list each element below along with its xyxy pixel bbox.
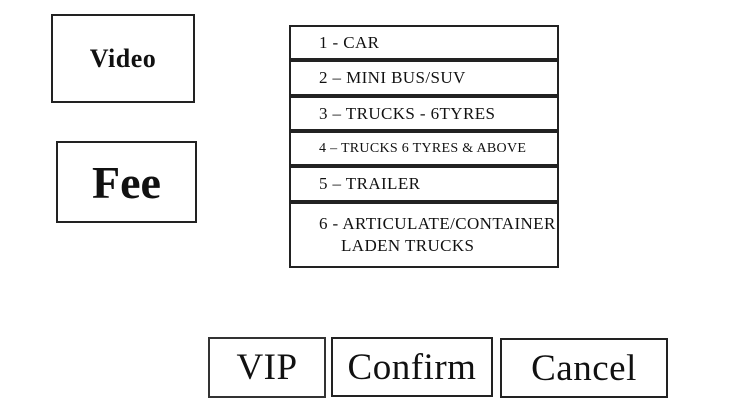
confirm-button[interactable]: Confirm bbox=[331, 337, 493, 397]
vehicle-class-label: 4 – TRUCKS 6 TYRES & ABOVE bbox=[319, 140, 527, 156]
fee-button-label: Fee bbox=[92, 156, 161, 208]
confirm-button-label: Confirm bbox=[347, 346, 477, 388]
vip-button[interactable]: VIP bbox=[208, 337, 326, 398]
vehicle-class-row-trailer[interactable]: 5 – TRAILER bbox=[289, 166, 559, 202]
vehicle-class-row-articulate-container[interactable]: 6 - ARTICULATE/CONTAINER LADEN TRUCKS bbox=[289, 202, 559, 268]
video-button[interactable]: Video bbox=[51, 14, 195, 103]
cancel-button-label: Cancel bbox=[531, 347, 637, 389]
vip-button-label: VIP bbox=[236, 347, 298, 388]
video-button-label: Video bbox=[89, 43, 157, 73]
vehicle-class-label: 2 – MINI BUS/SUV bbox=[319, 68, 466, 87]
vehicle-class-label: 3 – TRUCKS - 6TYRES bbox=[319, 103, 496, 123]
vehicle-class-list: 1 - CAR 2 – MINI BUS/SUV 3 – TRUCKS - 6T… bbox=[289, 25, 559, 268]
vehicle-class-label-line2: LADEN TRUCKS bbox=[341, 236, 475, 255]
vehicle-class-row-trucks-6tyres-above[interactable]: 4 – TRUCKS 6 TYRES & ABOVE bbox=[289, 131, 559, 166]
vehicle-class-row-trucks-6tyres[interactable]: 3 – TRUCKS - 6TYRES bbox=[289, 96, 559, 131]
fee-button[interactable]: Fee bbox=[56, 141, 197, 223]
vehicle-class-row-car[interactable]: 1 - CAR bbox=[289, 25, 559, 60]
vehicle-class-label: 5 – TRAILER bbox=[319, 174, 421, 193]
vehicle-class-label: 1 - CAR bbox=[319, 32, 380, 52]
cancel-button[interactable]: Cancel bbox=[500, 338, 668, 398]
vehicle-class-label: 6 - ARTICULATE/CONTAINER bbox=[319, 214, 556, 233]
vehicle-class-row-minibus-suv[interactable]: 2 – MINI BUS/SUV bbox=[289, 60, 559, 96]
